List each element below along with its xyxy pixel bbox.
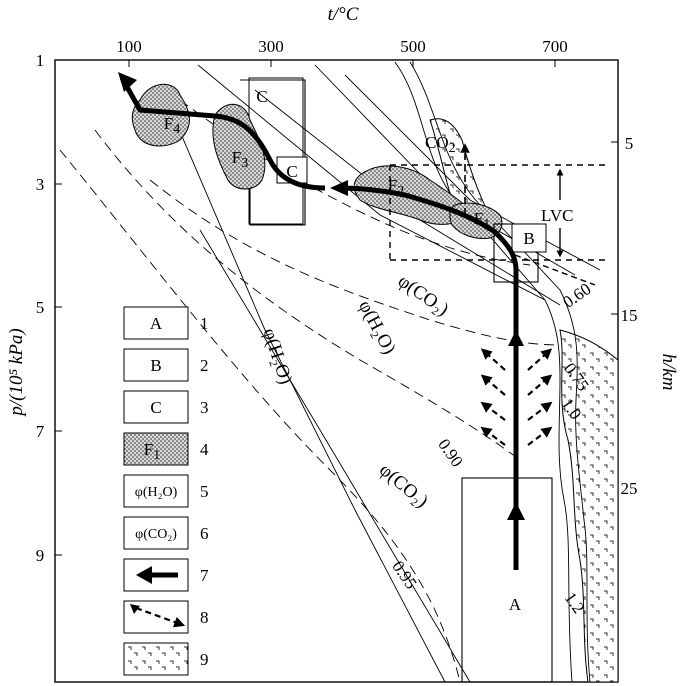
main-pt-path-lower bbox=[339, 185, 519, 570]
legend-text-1: A bbox=[150, 314, 163, 333]
field-c-box bbox=[240, 79, 306, 226]
legend-swatch-1 bbox=[123, 306, 189, 340]
legend-text-3: C bbox=[150, 398, 161, 417]
legend-text-5: φ(H₂O) bbox=[135, 485, 178, 500]
field-9-upper bbox=[429, 118, 496, 231]
legend-swatch-4 bbox=[123, 432, 189, 466]
legend-dashed-arrow bbox=[135, 606, 186, 628]
left-tick-3: 3 bbox=[36, 175, 45, 194]
field-f4 bbox=[131, 83, 190, 147]
field-c-small bbox=[276, 156, 308, 184]
left-tick-5: 5 bbox=[36, 298, 45, 317]
lvc-frame bbox=[389, 164, 605, 261]
legend: A 1 B 2 C 3 F1 4 φ(H₂O) 5 φ(CO₂) 6 7 8 9 bbox=[123, 306, 209, 676]
label-co2: CO2 bbox=[425, 133, 456, 156]
fluid-arrows bbox=[480, 348, 553, 446]
right-tick-15: 15 bbox=[621, 306, 638, 325]
legend-num-5: 5 bbox=[200, 482, 209, 501]
legend-swatch-5 bbox=[123, 474, 189, 508]
legend-swatch-9 bbox=[123, 642, 189, 676]
legend-swatch-3 bbox=[123, 390, 189, 424]
label-v060: 0.60 bbox=[559, 279, 594, 312]
legend-num-9: 9 bbox=[200, 650, 209, 669]
left-axis-label: p/(10⁵ kPa) bbox=[6, 328, 27, 417]
main-pt-arrowhead-4 bbox=[508, 330, 524, 346]
right-axis-label: h/km bbox=[658, 354, 679, 391]
legend-num-6: 6 bbox=[200, 524, 209, 543]
field-a-box bbox=[461, 477, 553, 683]
left-tick-9: 9 bbox=[36, 546, 45, 565]
legend-num-3: 3 bbox=[200, 398, 209, 417]
left-axis: 1 3 5 7 9 p/(10⁵ kPa) bbox=[6, 51, 62, 565]
legend-num-1: 1 bbox=[200, 314, 209, 333]
label-v095: 0.95 bbox=[388, 557, 421, 592]
top-tick-300: 300 bbox=[258, 37, 284, 56]
legend-text-4: F1 bbox=[144, 440, 160, 463]
main-pt-arrowhead-2 bbox=[118, 72, 137, 92]
right-axis: 5 15 25 h/km bbox=[611, 134, 679, 498]
label-c-upper: C bbox=[256, 87, 267, 106]
legend-swatch-6 bbox=[123, 516, 189, 550]
main-pt-path-upper bbox=[119, 76, 326, 191]
top-tick-700: 700 bbox=[542, 37, 568, 56]
label-f4: F4 bbox=[164, 114, 180, 137]
legend-text-2: B bbox=[150, 356, 161, 375]
main-pt-arrowhead-1 bbox=[330, 180, 348, 196]
legend-text-6: φ(CO₂) bbox=[135, 527, 177, 542]
label-phi-co2-2: φ(CO₂) bbox=[375, 460, 432, 512]
label-v090: 0.90 bbox=[434, 435, 467, 470]
legend-num-7: 7 bbox=[200, 566, 209, 585]
label-a: A bbox=[509, 595, 522, 614]
legend-dashed-arrow-tail bbox=[130, 604, 140, 614]
legend-thick-arrowhead bbox=[136, 566, 152, 584]
lvc-side-line bbox=[514, 254, 596, 286]
legend-num-2: 2 bbox=[200, 356, 209, 375]
label-c-lower: C bbox=[286, 162, 297, 181]
label-phi-h2o-2: φ(H₂O) bbox=[354, 297, 400, 358]
top-axis-label: t/°C bbox=[328, 4, 359, 25]
left-tick-1: 1 bbox=[36, 51, 45, 70]
field-b-label-box bbox=[511, 223, 547, 253]
field-9-hatched bbox=[559, 329, 619, 683]
right-tick-5: 5 bbox=[625, 134, 634, 153]
label-f2: F2 bbox=[388, 176, 404, 199]
left-tick-7: 7 bbox=[36, 422, 45, 441]
top-tick-100: 100 bbox=[116, 37, 142, 56]
label-phi-co2-1: φ(CO₂) bbox=[394, 271, 452, 321]
right-tick-25: 25 bbox=[621, 479, 638, 498]
main-pt-arrowhead-3 bbox=[507, 502, 525, 520]
label-phi-h2o-1: φ(H₂O) bbox=[258, 326, 296, 387]
legend-num-8: 8 bbox=[200, 608, 209, 627]
label-f3: F3 bbox=[232, 148, 248, 171]
label-lvc: LVC bbox=[541, 206, 573, 225]
field-f3 bbox=[212, 103, 266, 190]
legend-swatch-2 bbox=[123, 348, 189, 382]
top-tick-500: 500 bbox=[400, 37, 426, 56]
top-axis: 100 300 500 700 t/°C bbox=[116, 4, 568, 67]
legend-num-4: 4 bbox=[200, 440, 209, 459]
label-b: B bbox=[523, 229, 534, 248]
